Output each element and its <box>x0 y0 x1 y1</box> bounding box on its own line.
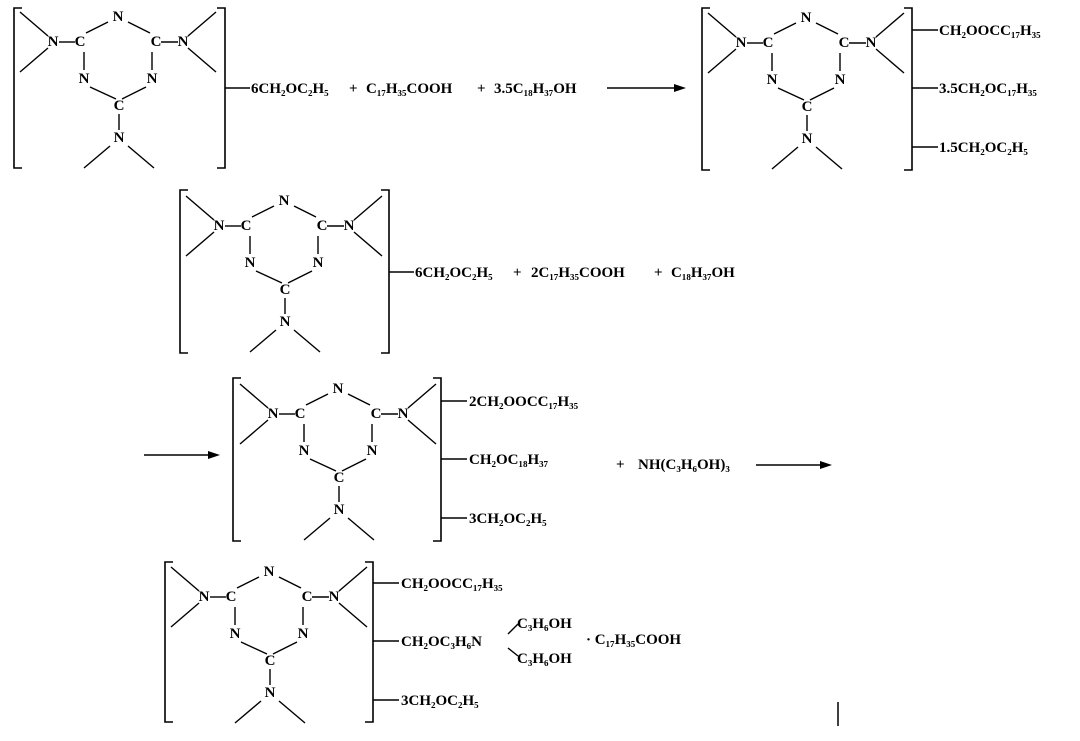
row3-intermediate-bracket-right <box>433 377 442 542</box>
amine-nitrogen: N <box>334 502 345 518</box>
amine-nitrogen: N <box>268 406 279 422</box>
plus-sign: + <box>349 81 358 97</box>
amine-nitrogen: N <box>178 34 189 50</box>
row1-product-bracket-right <box>904 7 913 171</box>
plus-sign: + <box>477 81 486 97</box>
ring-carbon: C <box>371 406 382 422</box>
amine-nitrogen: N <box>329 589 340 605</box>
row4-amine-branch-lower: C₃H₆OH <box>517 651 572 667</box>
amine-nitrogen: N <box>114 130 125 146</box>
row4-product-bracket-right <box>365 561 374 723</box>
ring-nitrogen: N <box>801 10 812 26</box>
row3-reagent-triethanolamine: NH(C₃H₆OH)₃ <box>638 457 730 473</box>
ring-nitrogen: N <box>113 9 124 25</box>
row1-reagent-stearic-acid: C₁₇H₃₅COOH <box>366 81 453 97</box>
ring-carbon: C <box>295 406 306 422</box>
ring-carbon: C <box>241 218 252 234</box>
row1-reactant-substituent: 6CH₂OC₂H₅ <box>251 81 329 97</box>
amine-nitrogen: N <box>214 218 225 234</box>
ring-carbon: C <box>114 98 125 114</box>
ring-carbon: C <box>763 35 774 51</box>
row1-product-substituent-ester: CH₂OOCC₁₇H₃₅ <box>939 23 1041 39</box>
ring-carbon: C <box>802 99 813 115</box>
plus-sign: + <box>654 265 663 281</box>
amine-nitrogen: N <box>398 406 409 422</box>
ring-nitrogen: N <box>79 71 90 87</box>
ring-nitrogen: N <box>333 381 344 397</box>
ring-carbon: C <box>75 34 86 50</box>
row2-reactant-bracket-right <box>381 189 390 354</box>
row3-intermediate-bracket-left <box>232 377 241 542</box>
ring-nitrogen: N <box>279 193 290 209</box>
ring-nitrogen: N <box>767 72 778 88</box>
ring-carbon: C <box>226 589 237 605</box>
row2-reagent-alcohol: C₁₈H₃₇OH <box>671 265 735 281</box>
reaction-arrow <box>144 451 220 459</box>
row1-reagent-alcohol: 3.5C₁₈H₃₇OH <box>494 81 577 97</box>
row1-product-molecule: N C C N N C N N N <box>701 7 913 171</box>
amine-nitrogen: N <box>265 685 276 701</box>
row4-substituent-ethoxy: 3CH₂OC₂H₅ <box>401 693 479 709</box>
ring-nitrogen: N <box>230 626 241 642</box>
row2-reactant-bracket-left <box>179 189 188 354</box>
ring-nitrogen: N <box>835 72 846 88</box>
row2-reactant-substituent: 6CH₂OC₂H₅ <box>415 265 493 281</box>
row4-amine-branch-upper: C₃H₆OH <box>517 616 572 632</box>
row2-reagent-stearic-acid: 2C₁₇H₃₅COOH <box>531 265 625 281</box>
row3-substituent-ethoxy: 3CH₂OC₂H₅ <box>469 511 547 527</box>
amine-nitrogen: N <box>48 34 59 50</box>
row4-salt-counterpart: · C₁₇H₃₅COOH <box>586 632 681 648</box>
row3-intermediate-molecule: N C C N N C N N N <box>232 377 442 542</box>
ring-nitrogen: N <box>264 564 275 580</box>
ring-carbon: C <box>302 589 313 605</box>
amine-nitrogen: N <box>866 35 877 51</box>
ring-nitrogen: N <box>313 255 324 271</box>
row3-substituent-ester: 2CH₂OOCC₁₇H₃₅ <box>469 394 579 410</box>
amine-nitrogen: N <box>280 314 291 330</box>
row1-reactant-molecule: N C C N N C N N N <box>13 7 226 169</box>
row1-product-substituent-ethoxy: 1.5CH₂OC₂H₅ <box>939 140 1028 156</box>
ring-carbon: C <box>280 282 291 298</box>
row2-reactant-molecule: N C C N N C N N N <box>179 189 390 354</box>
row4-substituent-ester: CH₂OOCC₁₇H₃₅ <box>401 576 503 592</box>
amine-nitrogen: N <box>802 131 813 147</box>
row1-reactant-bracket-right <box>217 7 226 169</box>
ring-carbon: C <box>839 35 850 51</box>
amine-nitrogen: N <box>199 589 210 605</box>
reaction-arrow <box>607 84 686 92</box>
ring-carbon: C <box>334 470 345 486</box>
ring-carbon: C <box>317 218 328 234</box>
row1-product-substituent-ether: 3.5CH₂OC₁₇H₃₅ <box>939 81 1037 97</box>
ring-carbon: C <box>265 653 276 669</box>
row4-product-molecule: N C C N N C N N N <box>164 561 374 724</box>
plus-sign: + <box>513 265 522 281</box>
ring-nitrogen: N <box>298 626 309 642</box>
ring-carbon: C <box>151 34 162 50</box>
amine-nitrogen: N <box>344 218 355 234</box>
ring-nitrogen: N <box>147 71 158 87</box>
row1-reactant-bracket-left <box>13 7 22 169</box>
row1-product-bracket-left <box>701 7 710 171</box>
ring-nitrogen: N <box>299 443 310 459</box>
ring-nitrogen: N <box>367 443 378 459</box>
reaction-arrow <box>756 461 832 469</box>
amine-nitrogen: N <box>736 35 747 51</box>
plus-sign: + <box>616 457 625 473</box>
ring-nitrogen: N <box>245 255 256 271</box>
row3-substituent-ether: CH₂OC₁₈H₃₇ <box>469 452 549 468</box>
row4-substituent-amino-ether: CH₂OC₃H₆N <box>401 634 482 650</box>
row4-product-bracket-left <box>164 561 173 723</box>
